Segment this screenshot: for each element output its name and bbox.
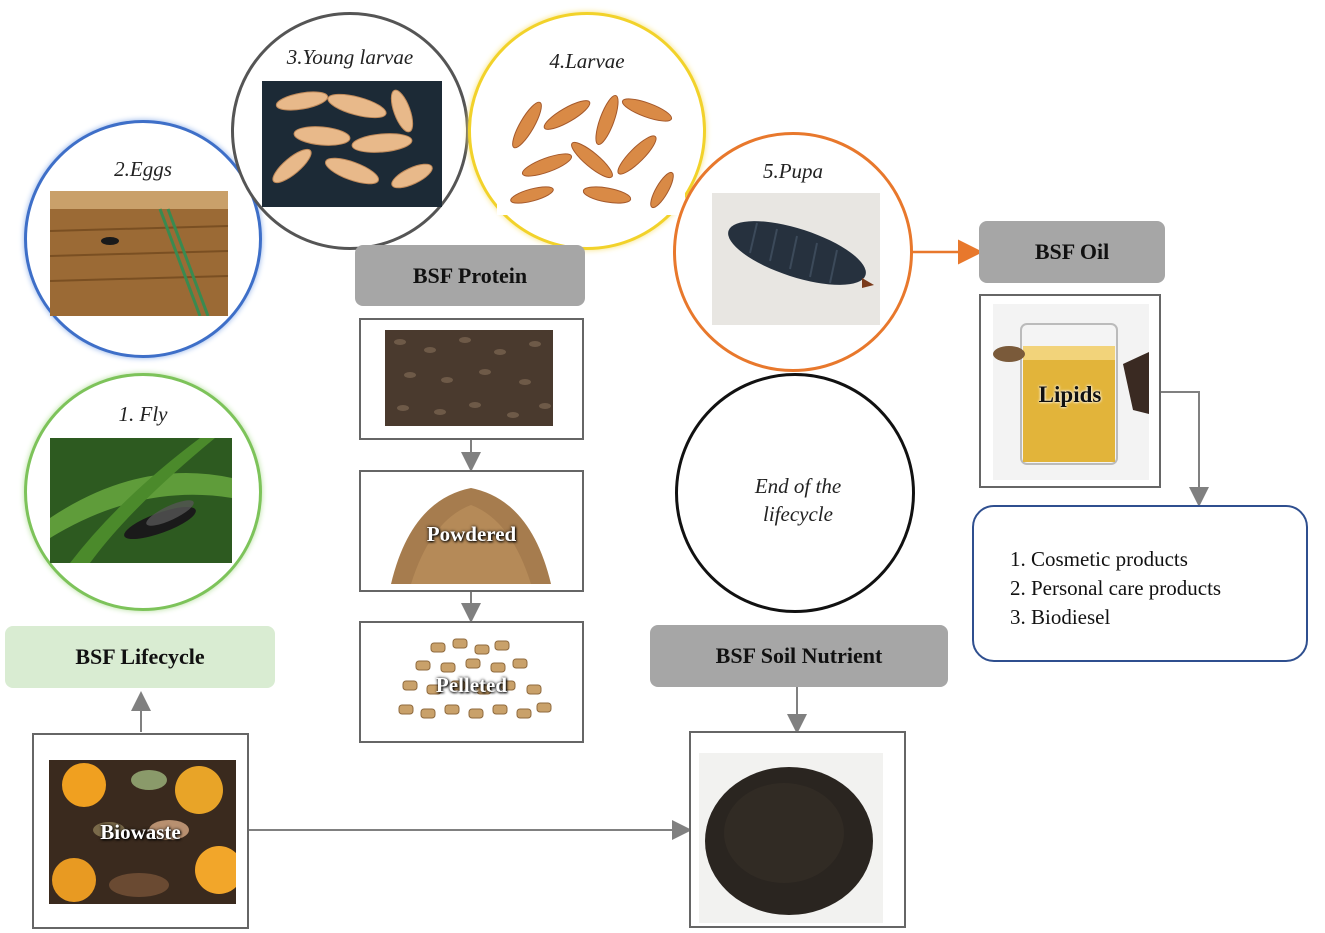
protein-raw-frame (359, 318, 584, 440)
bsf-soil-nutrient-header: BSF Soil Nutrient (650, 625, 948, 687)
oil-use-item: 3. Biodiesel (1010, 605, 1111, 629)
fly-photo (50, 438, 232, 563)
pelleted-photo (391, 633, 555, 733)
young-larvae-photo (262, 81, 442, 207)
larvae-photo (497, 85, 685, 215)
oil-uses-box: 1. Cosmetic products 2. Personal care pr… (972, 505, 1308, 662)
arrow-lipids-to-uses (1161, 391, 1209, 507)
pupa-stage-circle: 5.Pupa (673, 132, 913, 372)
oil-use-item: 1. Cosmetic products (1010, 547, 1188, 571)
bsf-protein-header: BSF Protein (355, 245, 585, 306)
young-larvae-stage-circle: 3.Young larvae (231, 12, 469, 250)
pupa-photo (712, 193, 880, 325)
powdered-frame: Powdered (359, 470, 584, 592)
oil-uses-list: 1. Cosmetic products 2. Personal care pr… (1010, 545, 1221, 632)
larvae-stage-label: 4.Larvae (549, 49, 625, 73)
young-larvae-stage-label: 3.Young larvae (286, 45, 414, 69)
pelleted-label: Pelleted (435, 673, 508, 697)
oil-use-item: 2. Personal care products (1010, 576, 1222, 600)
bsf-lifecycle-header: BSF Lifecycle (5, 626, 275, 688)
end-of-lifecycle-circle: End of the lifecycle (675, 373, 915, 613)
biowaste-frame: Biowaste (32, 733, 249, 929)
powdered-photo (391, 480, 551, 584)
larvae-stage-circle: 4.Larvae (468, 12, 706, 250)
bsf-oil-header: BSF Oil (979, 221, 1165, 283)
fly-stage-label: 1. Fly (118, 402, 168, 426)
pupa-stage-label: 5.Pupa (762, 159, 824, 183)
protein-raw-photo (385, 330, 553, 426)
pelleted-frame: Pelleted (359, 621, 584, 743)
biowaste-photo (49, 760, 236, 904)
powdered-label: Powdered (426, 522, 517, 546)
eggs-stage-label: 2.Eggs (114, 157, 172, 181)
end-of-lifecycle-label: End of the lifecycle (754, 474, 842, 526)
eggs-photo (50, 191, 228, 316)
lipids-frame: Lipids (979, 294, 1161, 488)
eggs-stage-circle: 2.Eggs (24, 120, 262, 358)
biowaste-label: Biowaste (100, 820, 181, 844)
soil-nutrient-photo (699, 753, 883, 923)
soil-nutrient-frame (689, 731, 906, 928)
lipids-photo (993, 304, 1149, 480)
lipids-label: Lipids (1038, 382, 1102, 407)
fly-stage-circle: 1. Fly (24, 373, 262, 611)
